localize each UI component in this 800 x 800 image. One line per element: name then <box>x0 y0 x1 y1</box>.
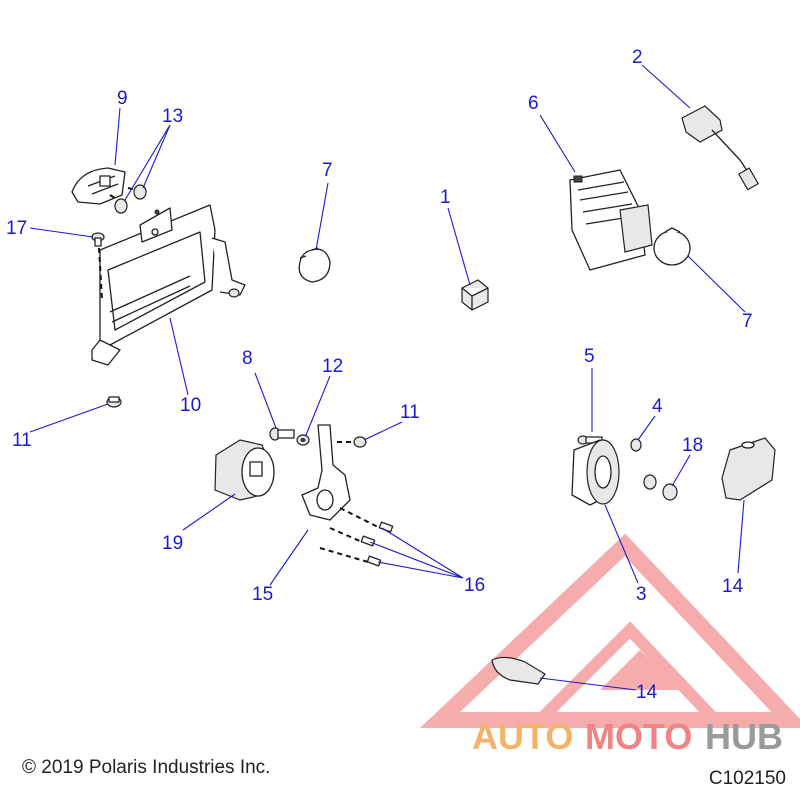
callout-labels: 9 13 17 10 11 7 1 6 2 7 8 12 11 19 15 16… <box>6 47 753 703</box>
callout-12: 12 <box>322 356 343 377</box>
part-17-bolt <box>91 232 105 247</box>
part-11-nut-center <box>353 436 367 448</box>
callout-14-right: 14 <box>722 576 744 597</box>
callout-15: 15 <box>252 584 273 605</box>
callout-2: 2 <box>632 47 643 68</box>
figure-id: C102150 <box>708 768 786 789</box>
part-13-grommets <box>114 184 147 214</box>
callout-9: 9 <box>117 88 128 109</box>
leader-lines <box>29 64 746 691</box>
part-14-reflector-right <box>721 437 776 501</box>
bracket-nut <box>228 288 240 298</box>
callout-11-center: 11 <box>400 402 420 423</box>
callout-7-right: 7 <box>742 311 753 332</box>
callout-13: 13 <box>162 106 183 127</box>
watermark-text-hub: HUB <box>705 716 783 757</box>
part-1-sensor <box>461 279 489 311</box>
part-3-horn <box>571 439 620 506</box>
callout-8: 8 <box>242 348 253 369</box>
part-7-oring-right <box>653 227 691 266</box>
watermark-text-moto: MOTO <box>585 716 692 757</box>
callout-10: 10 <box>180 395 201 416</box>
watermark-logo <box>419 533 800 728</box>
part-8-bolt <box>269 427 295 441</box>
callout-19: 19 <box>162 533 183 554</box>
part-18-spacers <box>643 474 678 501</box>
watermark-text-auto: AUTO <box>472 716 573 757</box>
callout-18: 18 <box>682 435 703 456</box>
callout-3: 3 <box>636 584 647 605</box>
part-10-bracket <box>91 204 246 366</box>
part-2-sensor-harness <box>681 105 760 191</box>
part-7-oring-left <box>298 247 331 283</box>
part-4-washer <box>630 438 642 452</box>
callout-16: 16 <box>464 575 485 596</box>
callout-4: 4 <box>652 396 663 417</box>
callout-1: 1 <box>440 187 451 208</box>
callout-5: 5 <box>584 346 595 367</box>
part-12-washer <box>296 434 310 446</box>
copyright-notice: © 2019 Polaris Industries Inc. <box>22 757 271 778</box>
part-14-reflector-bottom <box>491 656 546 685</box>
callout-17: 17 <box>6 218 27 239</box>
part-19-actuator <box>214 439 275 501</box>
part-9-connector-cover <box>71 167 126 205</box>
callout-7-left: 7 <box>322 160 333 181</box>
part-5-bolt <box>577 435 603 445</box>
callout-14-bottom: 14 <box>636 682 658 703</box>
part-6-control-module <box>569 169 653 271</box>
part-15-mount-bracket <box>301 424 351 521</box>
callout-11-left: 11 <box>12 430 32 451</box>
part-11-push-nut-left <box>106 396 122 408</box>
callout-6: 6 <box>528 93 539 114</box>
